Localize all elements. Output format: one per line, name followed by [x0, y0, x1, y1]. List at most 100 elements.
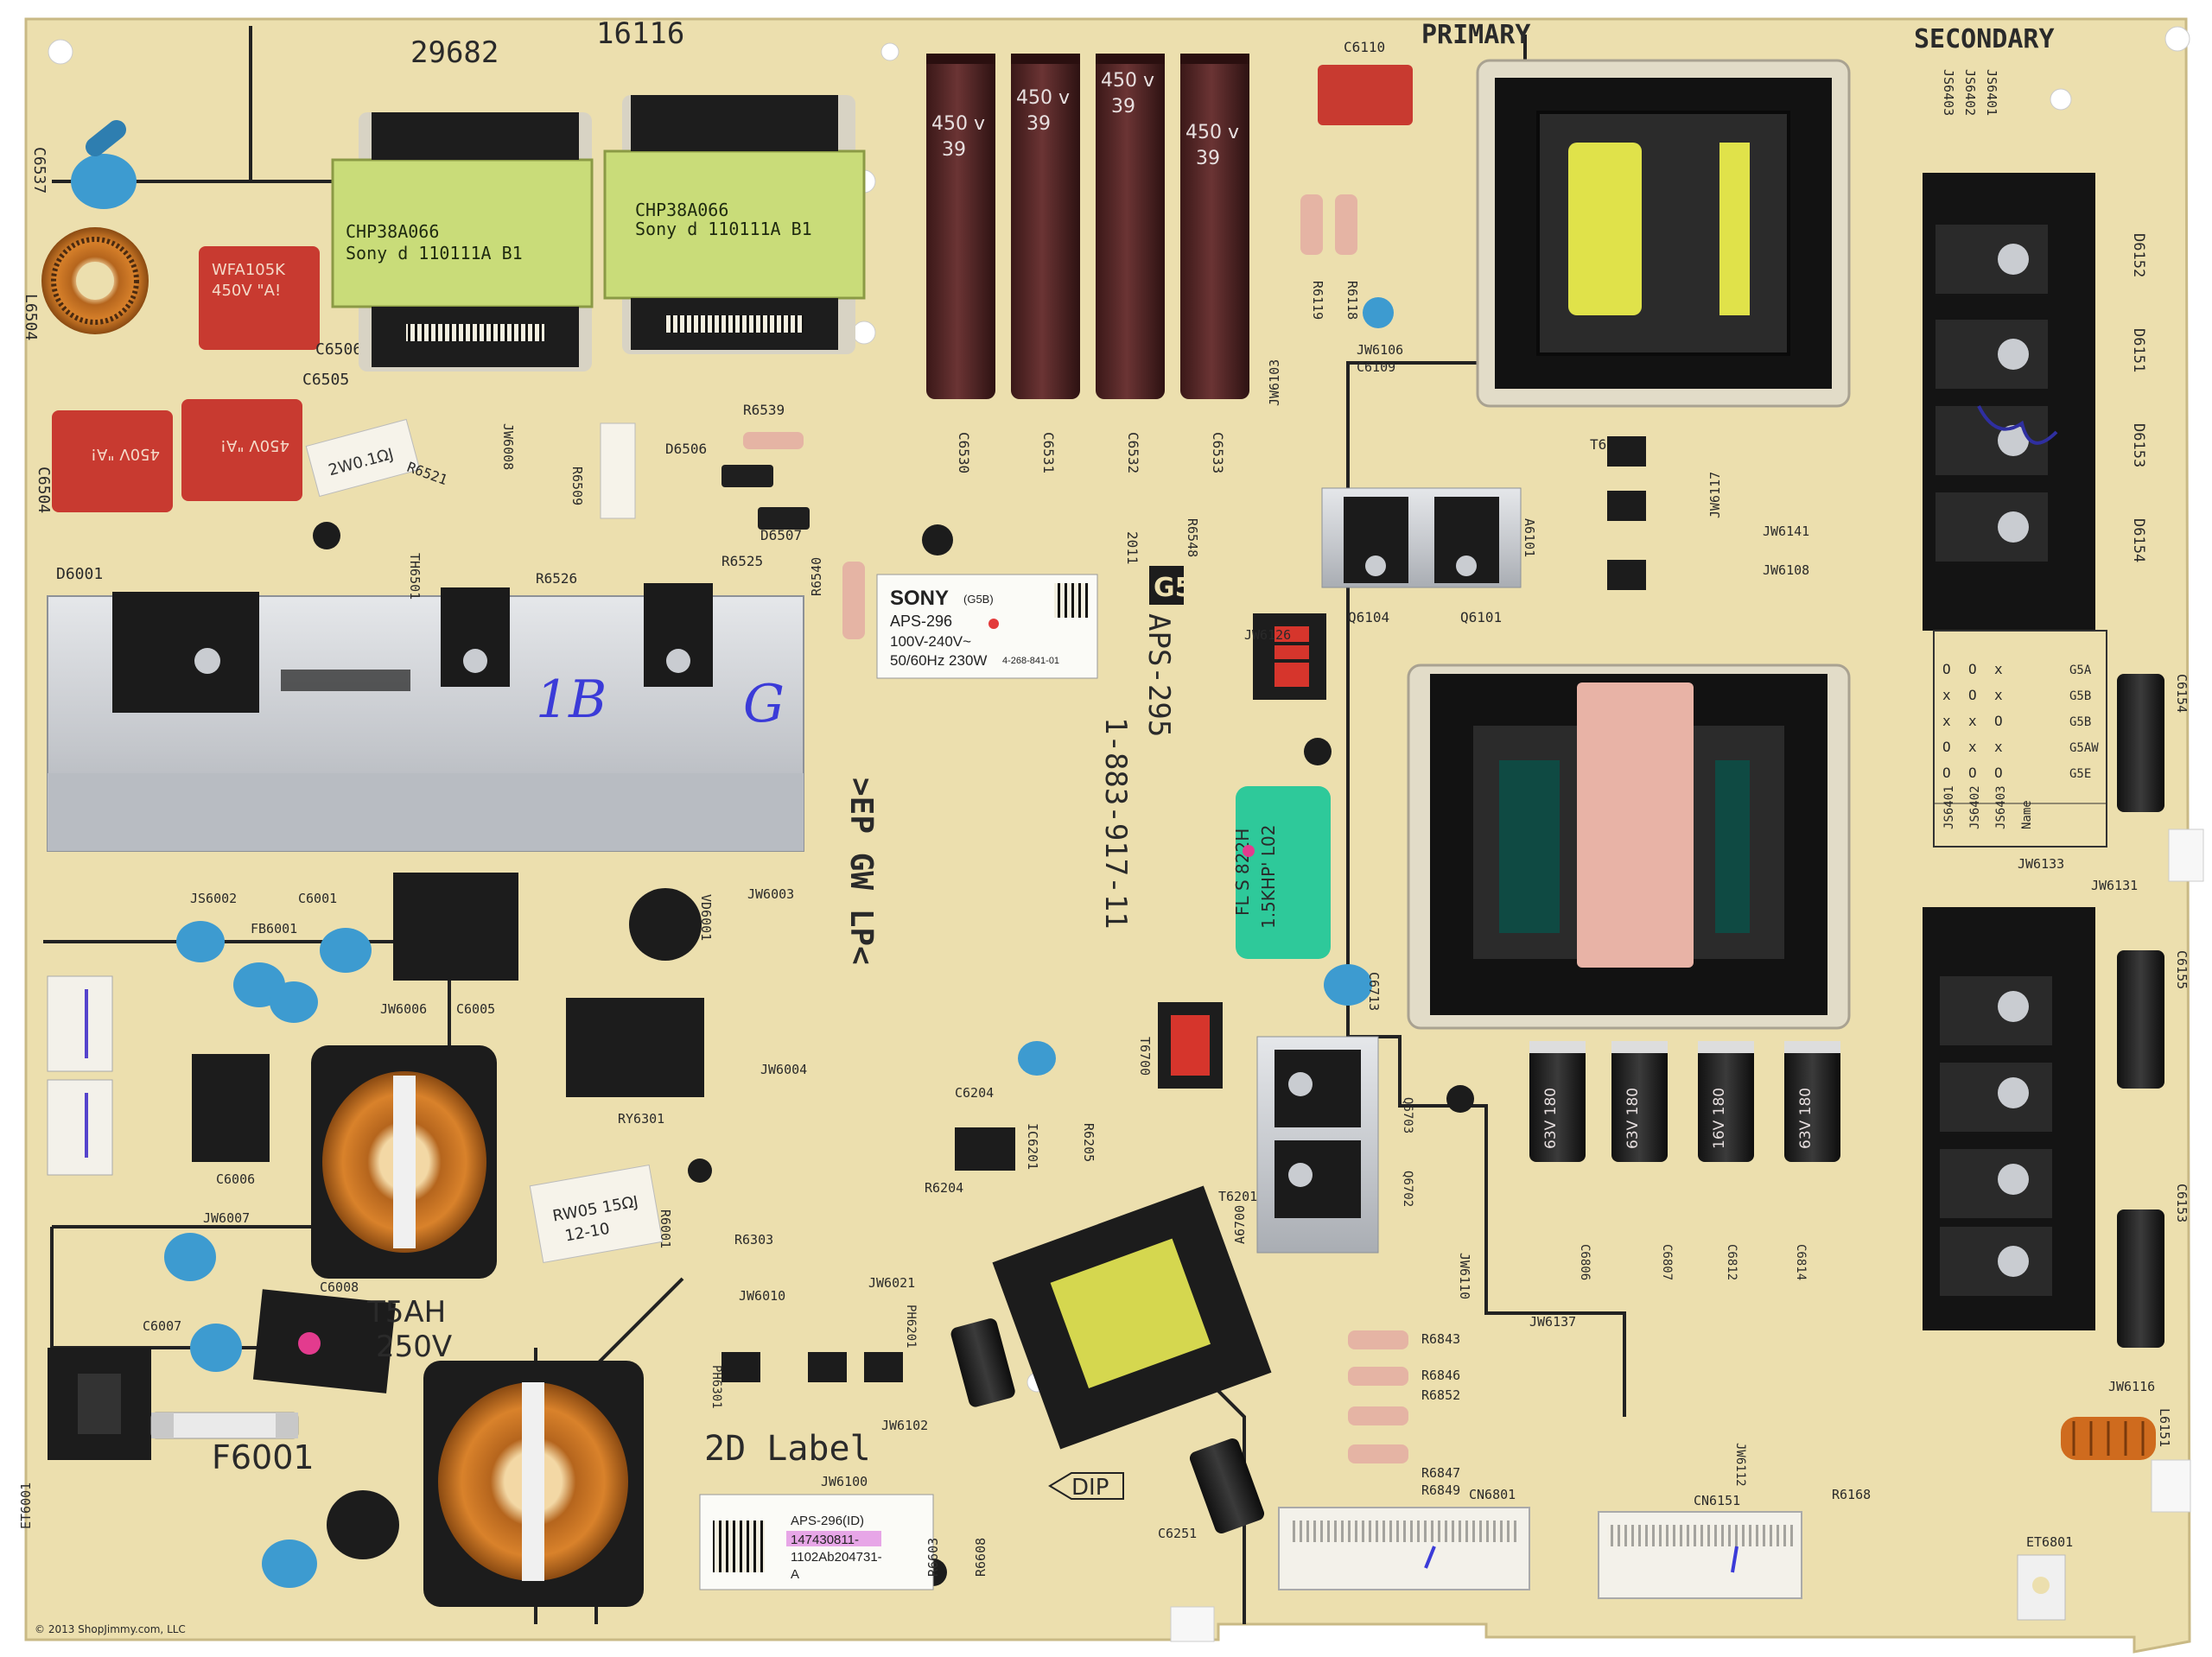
fuse-f6001: [150, 1412, 299, 1439]
cap-c6251: [1189, 1438, 1265, 1533]
ref-c6155: C6155: [2174, 950, 2190, 989]
ref-c6504: C6504: [35, 467, 53, 513]
ref-c6505: C6505: [302, 371, 349, 389]
ref-c6506: C6506: [315, 340, 362, 359]
optocouplers: [721, 436, 1646, 1382]
ref-c6005: C6005: [456, 1001, 495, 1017]
table-cell: O: [1968, 661, 1977, 677]
ref-c6008: C6008: [320, 1279, 359, 1295]
bridge-block-upper: [393, 873, 518, 981]
ref-jw6131: JW6131: [2091, 878, 2138, 893]
secondary-diode-heatsink-lower: [1923, 907, 2095, 1330]
ref-r6205: R6205: [1081, 1123, 1096, 1162]
ref-c6204: C6204: [955, 1085, 994, 1101]
ref-jw6126: JW6126: [1244, 627, 1291, 643]
ref-d6153: D6153: [2130, 423, 2147, 467]
serial-text-b: 16116: [596, 16, 684, 51]
g5-badge-bg: [1149, 566, 1184, 605]
table-header-2: JS6403: [1994, 785, 2008, 829]
ref-jw6112: JW6112: [1733, 1443, 1747, 1487]
ref-jw6003: JW6003: [747, 886, 794, 902]
disk-cap-c6109: [1363, 297, 1394, 328]
out-cap-2: 63V 180: [1624, 1088, 1642, 1149]
table-cell: x: [1994, 739, 2003, 755]
fuse-rating-b: 250V: [376, 1330, 452, 1364]
transformer-left-line2: Sony d 110111A B1: [346, 243, 523, 263]
ref-c6251: C6251: [1158, 1526, 1197, 1541]
ref-c6713: C6713: [1366, 972, 1382, 1011]
cement-resistor-r6521: 2W0.1ΩJ: [305, 418, 421, 498]
common-mode-choke-upper: [311, 1045, 497, 1279]
transformer-t6102: [1476, 59, 1851, 408]
ref-l6504: L6504: [22, 294, 40, 340]
electrolytic-caps-bank: 450 v 39 450 v 39 450 v 39 450 v 39: [926, 54, 1249, 399]
edge-clips: [1170, 828, 2204, 1642]
svg-text:450V "A!: 450V "A!: [220, 436, 289, 454]
table-cell: G5AW: [2069, 741, 2099, 755]
ref-jw6103: JW6103: [1267, 359, 1282, 406]
ref-et6801: ET6801: [2026, 1534, 2073, 1550]
table-cell: G5E: [2069, 767, 2091, 781]
ref-c6531: C6531: [1040, 432, 1057, 473]
cap-c6153: [2117, 1209, 2164, 1348]
ref-jw6100: JW6100: [821, 1474, 868, 1489]
ref-jw6117: JW6117: [1707, 472, 1723, 518]
choke-t6700: [1158, 1002, 1223, 1089]
connector-cn6801: [1278, 1507, 1530, 1590]
ref-et6001: ET6001: [18, 1482, 34, 1529]
ref-q6101: Q6101: [1460, 609, 1502, 625]
ref-jw6108: JW6108: [1763, 562, 1809, 578]
ref-r6539: R6539: [743, 402, 785, 418]
ref-r6540: R6540: [809, 557, 824, 596]
ref-r6548: R6548: [1185, 518, 1200, 557]
ref-t6700: T6700: [1137, 1037, 1153, 1076]
film-cap-c6504a: 450V "A!: [52, 410, 173, 512]
table-header-0: JS6401: [1942, 785, 1956, 829]
ref-r6509: R6509: [569, 467, 585, 505]
ref-c6807: C6807: [1660, 1244, 1674, 1280]
ref-c6814: C6814: [1794, 1244, 1808, 1280]
table-cell: x: [1994, 687, 2003, 703]
standby-transformer-t6201: [992, 1185, 1272, 1450]
cap2-rating: 450 v: [1016, 87, 1070, 109]
part-vertical: 1-883-917-11: [1098, 717, 1133, 930]
ref-jw6116: JW6116: [2108, 1379, 2155, 1394]
year-mark: 2011: [1124, 531, 1141, 565]
cement-resistor-r6001: RW05 15ΩJ 12-10: [529, 1164, 664, 1264]
inductor-l6151: [2061, 1417, 2156, 1460]
ref-c6530: C6530: [956, 432, 972, 473]
ref-r6608: R6608: [973, 1538, 988, 1577]
cap-c6155: [2117, 950, 2164, 1089]
sony-model: APS-296: [890, 613, 952, 630]
ref-vd6001: VD6001: [698, 894, 714, 941]
sony-brand: SONY: [890, 587, 949, 610]
cap2-uf: 39: [1027, 113, 1051, 135]
toroid-inductor-l6504: [41, 227, 149, 334]
common-mode-choke-lower: [423, 1361, 644, 1607]
ref-js6401: JS6401: [1984, 69, 1999, 116]
out-cap-1: 63V 180: [1542, 1088, 1560, 1149]
ref-ic6201: IC6201: [1025, 1123, 1040, 1170]
ref-jw6007: JW6007: [203, 1210, 250, 1226]
x-cap-c6008: [252, 1289, 397, 1394]
ref-cn6801: CN6801: [1469, 1487, 1516, 1502]
svg-text:WFA105K: WFA105K: [212, 261, 286, 279]
handwriting-1b: 1B: [536, 670, 607, 730]
ref-a6101: A6101: [1522, 518, 1537, 557]
table-cell: G5B: [2069, 689, 2091, 703]
transformer-left-line1: CHP38A066: [346, 221, 439, 242]
dip-label: DIP: [1071, 1475, 1109, 1501]
ref-fb6001: FB6001: [251, 921, 297, 936]
ref-q6702: Q6702: [1401, 1171, 1414, 1207]
varistor-vd6001: [629, 888, 702, 961]
cap-c6210: [950, 1318, 1015, 1407]
table-cell: O: [1968, 765, 1977, 781]
secondary-label: SECONDARY: [1914, 24, 2055, 54]
ref-jw6137: JW6137: [1529, 1314, 1576, 1330]
connector-cn6151: [1598, 1511, 1802, 1599]
ref-c6537: C6537: [30, 147, 48, 194]
transformer-right: CHP38A066 Sony d 110111A B1: [603, 95, 866, 354]
table-cell: x: [1968, 713, 1977, 729]
ref-l6151: L6151: [2157, 1408, 2172, 1447]
primary-heatsink: 1B G: [47, 583, 804, 852]
